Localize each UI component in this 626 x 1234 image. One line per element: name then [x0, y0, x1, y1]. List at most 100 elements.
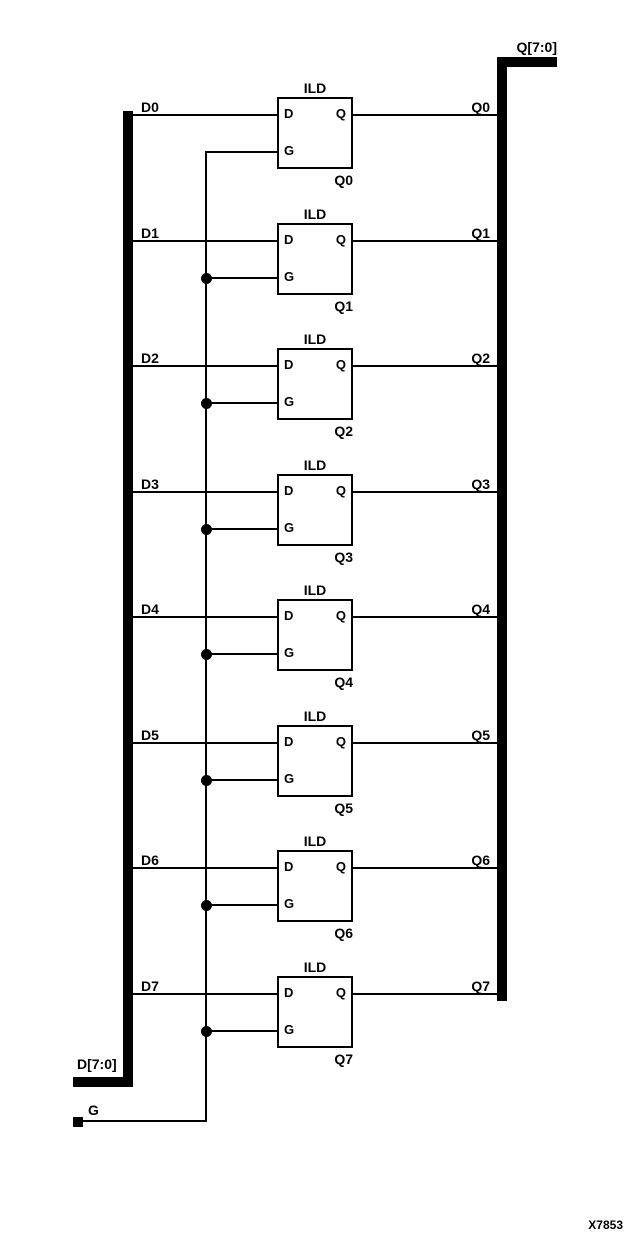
q-output-wire	[353, 114, 497, 116]
g-junction-dot	[201, 398, 212, 409]
g-input-wire	[83, 1120, 206, 1122]
d-net-label: D3	[141, 476, 159, 492]
g-stub-wire	[206, 1030, 277, 1032]
ild-latch-symbol: D Q G	[277, 97, 353, 169]
d-input-wire	[133, 867, 277, 869]
instance-name-label: Q6	[334, 925, 353, 941]
pin-g-label: G	[284, 520, 295, 535]
pin-q-label: Q	[335, 608, 346, 623]
g-junction-dot	[201, 900, 212, 911]
latch-row-6: D6 ILD D Q G Q6 Q6	[0, 828, 626, 954]
pin-q-label: Q	[335, 985, 346, 1000]
q-bus-label: Q[7:0]	[516, 39, 557, 55]
d-net-label: D4	[141, 601, 159, 617]
d-net-label: D6	[141, 852, 159, 868]
figure-id-label: X7853	[588, 1218, 623, 1232]
d-input-wire	[133, 114, 277, 116]
latch-row-1: D1 ILD D Q G Q1 Q1	[0, 201, 626, 327]
g-junction-dot	[201, 649, 212, 660]
pin-q-label: Q	[335, 859, 346, 874]
pin-g-label: G	[284, 143, 295, 158]
latch-row-0: D0 ILD D Q G Q0 Q0	[0, 75, 626, 201]
g-stub-wire	[206, 151, 277, 153]
instance-name-label: Q0	[334, 172, 353, 188]
d-input-wire	[133, 742, 277, 744]
ild-latch-symbol: D Q G	[277, 599, 353, 671]
q-net-label: Q3	[471, 476, 490, 492]
pin-d-label: D	[284, 859, 294, 874]
ild-latch-symbol: D Q G	[277, 223, 353, 295]
g-input-terminal	[73, 1117, 83, 1127]
g-stub-wire	[206, 277, 277, 279]
g-trunk-wire	[205, 151, 207, 1122]
latch-row-7: D7 ILD D Q G Q7 Q7	[0, 954, 626, 1080]
d-net-label: D0	[141, 99, 159, 115]
component-type-label: ILD	[303, 833, 327, 849]
ild-latch-symbol: D Q G	[277, 850, 353, 922]
latch-row-4: D4 ILD D Q G Q4 Q4	[0, 577, 626, 703]
latch-row-5: D5 ILD D Q G Q5 Q5	[0, 703, 626, 829]
g-stub-wire	[206, 779, 277, 781]
latch-row-3: D3 ILD D Q G Q3 Q3	[0, 452, 626, 578]
d-bus	[123, 111, 133, 1087]
pin-q-label: Q	[335, 232, 346, 247]
pin-d-label: D	[284, 357, 294, 372]
component-type-label: ILD	[303, 959, 327, 975]
q-output-wire	[353, 616, 497, 618]
pin-g-label: G	[284, 645, 295, 660]
component-type-label: ILD	[303, 80, 327, 96]
g-stub-wire	[206, 402, 277, 404]
d-net-label: D1	[141, 225, 159, 241]
g-input-label: G	[88, 1102, 99, 1118]
d-net-label: D2	[141, 350, 159, 366]
pin-q-label: Q	[335, 483, 346, 498]
q-net-label: Q4	[471, 601, 490, 617]
g-stub-wire	[206, 653, 277, 655]
instance-name-label: Q3	[334, 549, 353, 565]
instance-name-label: Q7	[334, 1051, 353, 1067]
q-net-label: Q1	[471, 225, 490, 241]
q-net-label: Q5	[471, 727, 490, 743]
component-type-label: ILD	[303, 582, 327, 598]
pin-q-label: Q	[335, 106, 346, 121]
d-bus-bottom-segment	[73, 1077, 133, 1087]
component-type-label: ILD	[303, 457, 327, 473]
g-junction-dot	[201, 524, 212, 535]
pin-d-label: D	[284, 106, 294, 121]
q-output-wire	[353, 993, 497, 995]
q-net-label: Q6	[471, 852, 490, 868]
component-type-label: ILD	[303, 331, 327, 347]
d-bus-label: D[7:0]	[77, 1056, 117, 1072]
instance-name-label: Q4	[334, 674, 353, 690]
g-stub-wire	[206, 904, 277, 906]
d-input-wire	[133, 491, 277, 493]
q-net-label: Q0	[471, 99, 490, 115]
component-type-label: ILD	[303, 708, 327, 724]
d-input-wire	[133, 240, 277, 242]
d-net-label: D5	[141, 727, 159, 743]
g-junction-dot	[201, 273, 212, 284]
g-junction-dot	[201, 1026, 212, 1037]
component-type-label: ILD	[303, 206, 327, 222]
latch-row-2: D2 ILD D Q G Q2 Q2	[0, 326, 626, 452]
d-input-wire	[133, 365, 277, 367]
d-net-label: D7	[141, 978, 159, 994]
instance-name-label: Q2	[334, 423, 353, 439]
d-input-wire	[133, 616, 277, 618]
pin-q-label: Q	[335, 357, 346, 372]
q-output-wire	[353, 742, 497, 744]
ild-latch-symbol: D Q G	[277, 976, 353, 1048]
instance-name-label: Q1	[334, 298, 353, 314]
ild-latch-symbol: D Q G	[277, 725, 353, 797]
q-output-wire	[353, 491, 497, 493]
d-input-wire	[133, 993, 277, 995]
pin-d-label: D	[284, 985, 294, 1000]
pin-d-label: D	[284, 232, 294, 247]
pin-g-label: G	[284, 1022, 295, 1037]
q-output-wire	[353, 240, 497, 242]
g-stub-wire	[206, 528, 277, 530]
instance-name-label: Q5	[334, 800, 353, 816]
q-net-label: Q7	[471, 978, 490, 994]
q-bus	[497, 57, 507, 1001]
